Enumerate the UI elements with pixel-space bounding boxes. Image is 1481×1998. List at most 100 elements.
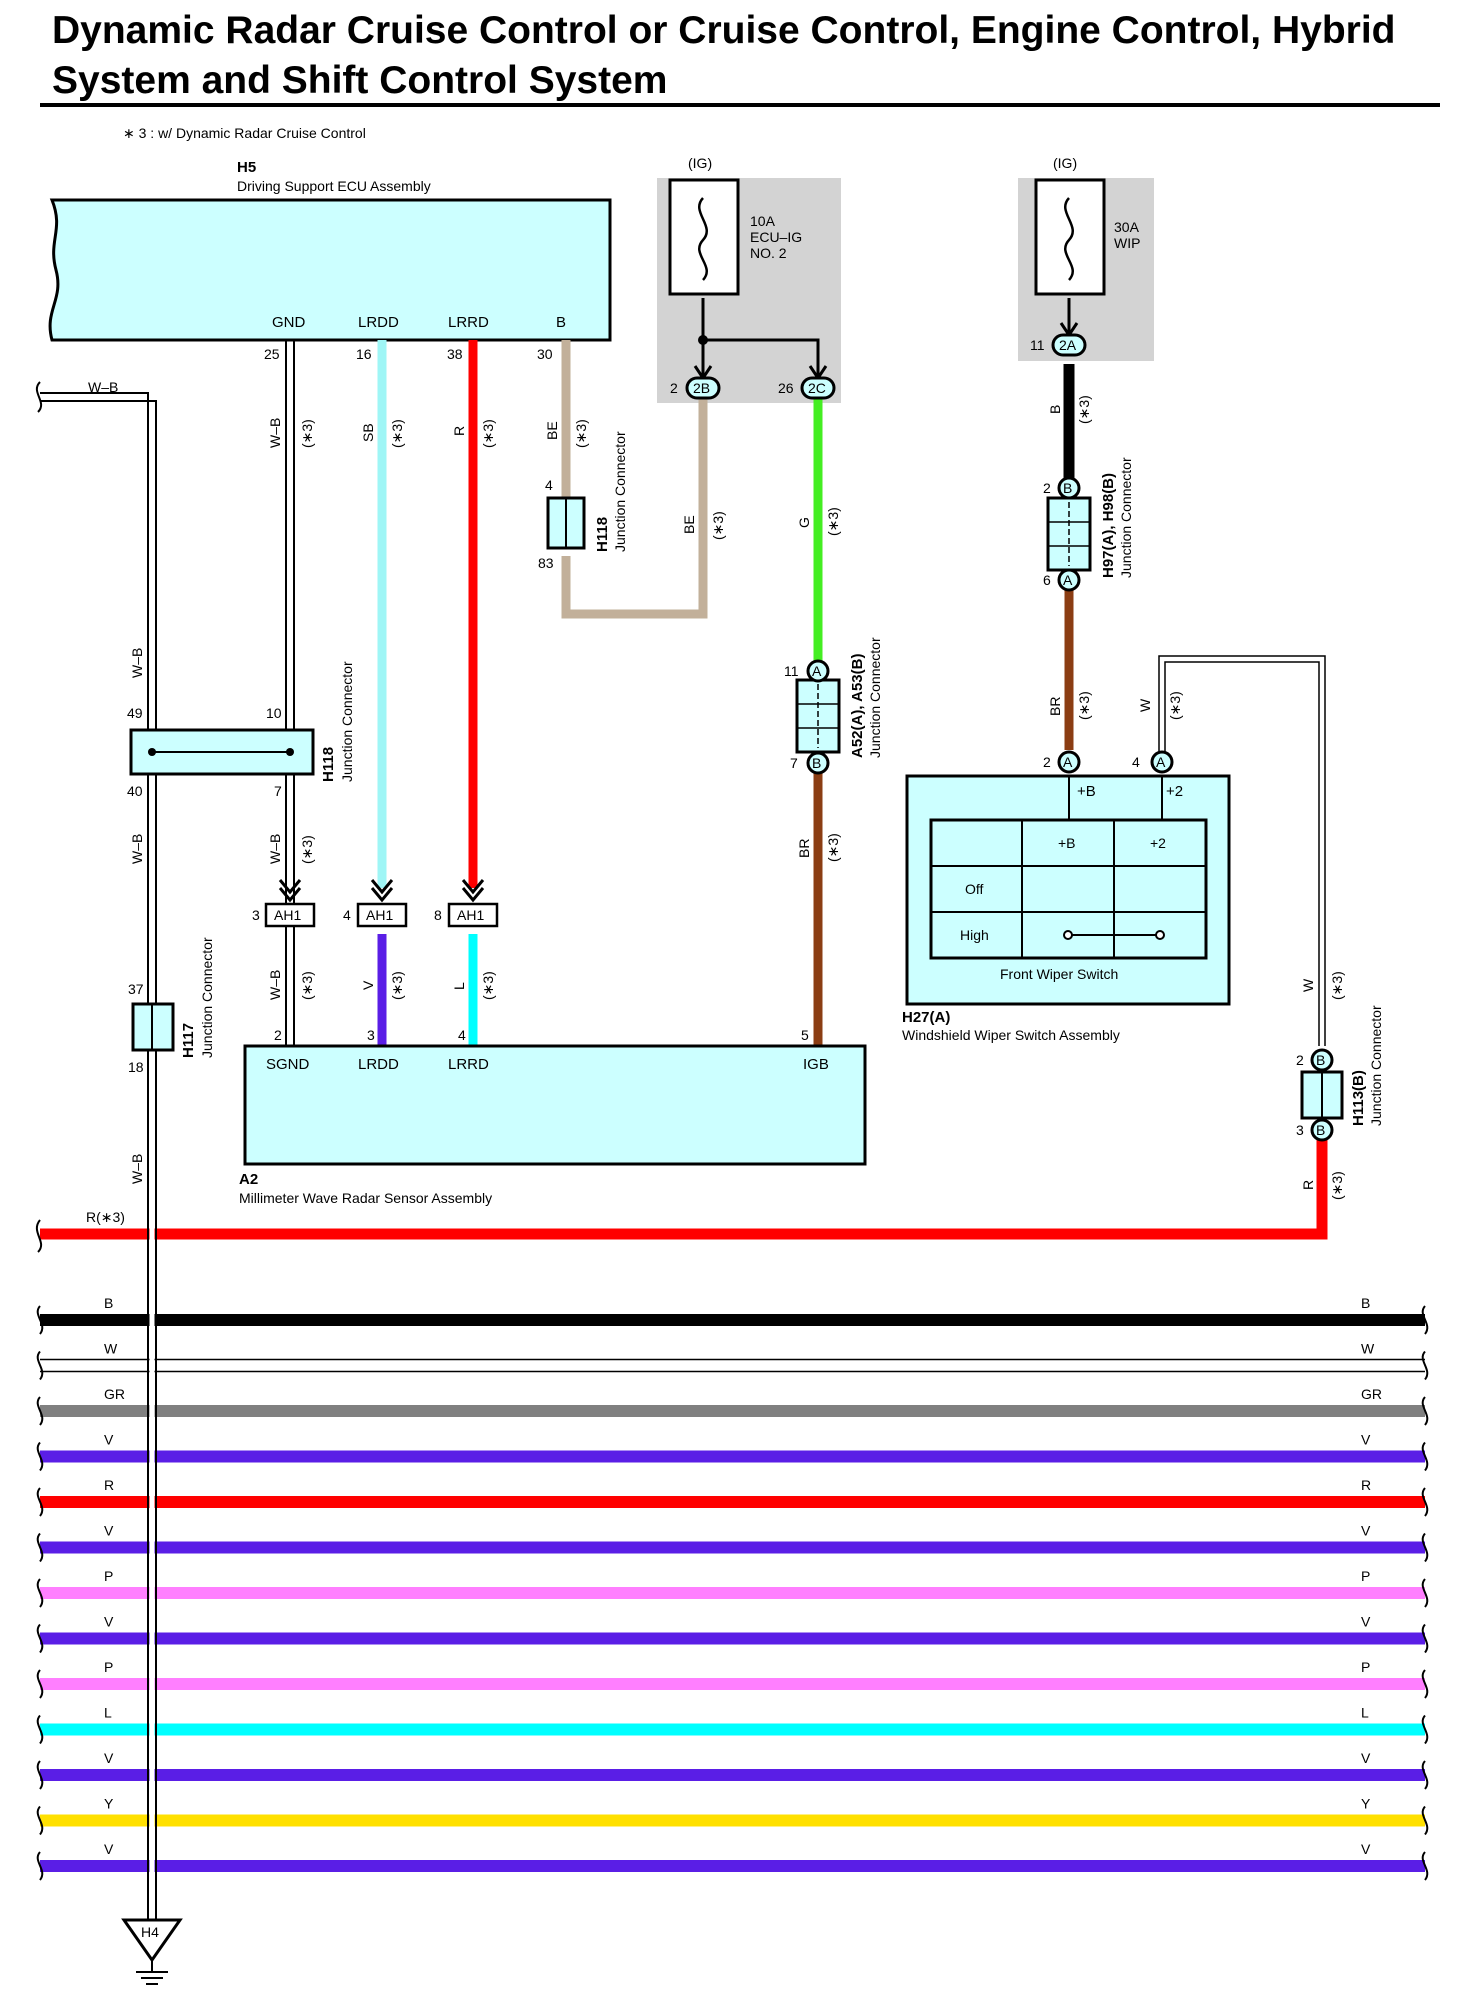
label-w-wiper: W bbox=[1137, 698, 1153, 712]
connector-2b-label: 2B bbox=[693, 380, 710, 396]
h27-mark-a-2-label: A bbox=[1156, 754, 1166, 770]
label-be-2: BE bbox=[681, 515, 697, 534]
ground-h4-label: H4 bbox=[141, 1924, 159, 1940]
h117-name: Junction Connector bbox=[199, 937, 215, 1058]
label-note-v: (∗3) bbox=[389, 971, 405, 1000]
h5-pin-16: 16 bbox=[356, 346, 372, 362]
h117-code: H117 bbox=[180, 1023, 197, 1058]
label-note-w-h113: (∗3) bbox=[1329, 971, 1345, 1000]
ground-h4-triangle bbox=[121, 1918, 183, 1963]
connector-2c-pin: 26 bbox=[778, 380, 794, 396]
ah1-arrow-1 bbox=[278, 879, 302, 903]
ah1-pin-3: 3 bbox=[252, 907, 260, 923]
bus-break-11-1 bbox=[1421, 1805, 1429, 1836]
h5-pin-38: 38 bbox=[447, 346, 463, 362]
bus-label-8-right: P bbox=[1361, 1659, 1370, 1675]
h113-pin-2: 2 bbox=[1296, 1052, 1304, 1068]
label-w-h113: W bbox=[1300, 978, 1316, 992]
bus-break-10-0 bbox=[36, 1760, 44, 1790]
h5-terminal-gnd: GND bbox=[272, 314, 306, 331]
label-note-be-1: (∗3) bbox=[573, 419, 589, 448]
ah1-label-1: AH1 bbox=[274, 907, 301, 923]
label-sb: SB bbox=[360, 423, 376, 442]
bus-label-0-right: B bbox=[1361, 1295, 1370, 1311]
label-wb-top: W–B bbox=[88, 379, 118, 395]
ah1-connector-2 bbox=[356, 902, 408, 928]
h27-name: Windshield Wiper Switch Assembly bbox=[902, 1027, 1120, 1043]
h113-name: Junction Connector bbox=[1368, 1005, 1384, 1126]
wire-wb-gap bbox=[149, 1000, 155, 1920]
wire-labels: W–B (∗3) SB (∗3) R (∗3) BE (∗3) BE (∗3) … bbox=[86, 379, 1345, 1225]
bus-label-1-left: W bbox=[104, 1341, 118, 1357]
h27-mark-a-1 bbox=[1057, 750, 1081, 774]
h27-row-off: Off bbox=[965, 881, 984, 897]
h27-pin-4: 4 bbox=[1132, 754, 1140, 770]
bus-break-7-1 bbox=[1421, 1623, 1429, 1654]
a2-pin-4: 4 bbox=[458, 1027, 466, 1043]
h113-mark-bottom bbox=[1310, 1118, 1334, 1142]
bus-break-6-1 bbox=[1421, 1578, 1429, 1608]
bus-label-2-right: GR bbox=[1361, 1386, 1382, 1402]
h118-mid-code: H118 bbox=[594, 517, 611, 552]
h113-code: H113(B) bbox=[1350, 1070, 1367, 1126]
bus-label-6-right: P bbox=[1361, 1568, 1370, 1584]
fuse-ecu-junction-dot bbox=[698, 335, 708, 345]
h5-code: H5 bbox=[237, 159, 256, 176]
ah1-arrow-3 bbox=[461, 879, 485, 903]
bus-break-4-1 bbox=[1421, 1487, 1429, 1517]
label-note-w-wiper: (∗3) bbox=[1167, 691, 1183, 720]
h97-code: H97(A), H98(B) bbox=[1100, 473, 1117, 578]
h97-mark-a bbox=[1057, 568, 1081, 592]
label-note-r: (∗3) bbox=[480, 419, 496, 448]
bus-label-3-left: V bbox=[104, 1432, 114, 1448]
title-line-2: System and Shift Control System bbox=[52, 59, 668, 102]
wire-wb-left-outer bbox=[40, 392, 149, 1920]
label-wb-left-3: W–B bbox=[129, 1154, 145, 1184]
bus-break-4-0 bbox=[36, 1487, 44, 1517]
label-v: V bbox=[360, 980, 376, 990]
a2-radar-body bbox=[243, 1044, 867, 1166]
h118-left-pin-49: 49 bbox=[127, 705, 143, 721]
bus-break-6-0 bbox=[36, 1578, 44, 1608]
h27-mark-a-1-label: A bbox=[1063, 754, 1073, 770]
a2-name: Millimeter Wave Radar Sensor Assembly bbox=[239, 1190, 492, 1206]
wire-wb-left-inner bbox=[40, 400, 157, 1920]
label-note-b: (∗3) bbox=[1076, 395, 1092, 424]
bus-label-4-left: R bbox=[104, 1477, 114, 1493]
label-b: B bbox=[1047, 405, 1063, 414]
h5-terminal-b: B bbox=[556, 314, 566, 331]
label-wb-gnd: W–B bbox=[267, 418, 283, 448]
bus-label-7-left: V bbox=[104, 1614, 114, 1630]
h27-contact-dot-2 bbox=[1155, 930, 1165, 940]
a2-terminal-sgnd: SGND bbox=[266, 1056, 310, 1073]
label-note-br-wiper: (∗3) bbox=[1076, 691, 1092, 720]
wire-w-inner bbox=[1164, 661, 1320, 1046]
connector-2b bbox=[685, 376, 721, 400]
bus-label-4-right: R bbox=[1361, 1477, 1371, 1493]
h5-pin-30: 30 bbox=[537, 346, 553, 362]
h113-mark-bottom-label: B bbox=[1316, 1122, 1325, 1138]
bus-break-3-1 bbox=[1421, 1441, 1429, 1472]
h27-code: H27(A) bbox=[902, 1009, 950, 1026]
ah1-arrow-2 bbox=[370, 879, 394, 903]
title-line-1: Dynamic Radar Cruise Control or Cruise C… bbox=[52, 9, 1396, 52]
footnote: ∗ 3 : w/ Dynamic Radar Cruise Control bbox=[123, 125, 366, 141]
label-br-wiper: BR bbox=[1047, 697, 1063, 716]
bus-break-2-0 bbox=[36, 1396, 44, 1426]
connector-2a bbox=[1051, 333, 1087, 357]
bus-label-0-left: B bbox=[104, 1295, 113, 1311]
bus-break-5-1 bbox=[1421, 1532, 1429, 1563]
h97-pin-2: 2 bbox=[1043, 480, 1051, 496]
bus-break-1-1 bbox=[1421, 1350, 1429, 1381]
h5-pin-25: 25 bbox=[264, 346, 280, 362]
h5-terminal-lrdd: LRDD bbox=[358, 314, 399, 331]
h117-pin-18: 18 bbox=[128, 1059, 144, 1075]
a2-pin-2: 2 bbox=[274, 1027, 282, 1043]
a52-code: A52(A), A53(B) bbox=[849, 654, 866, 758]
connector-2a-label: 2A bbox=[1059, 337, 1077, 353]
fuse-wip-element bbox=[1064, 197, 1074, 281]
label-wb-left-1: W–B bbox=[129, 648, 145, 678]
label-be-1: BE bbox=[544, 421, 560, 440]
a2-pin-5: 5 bbox=[801, 1027, 809, 1043]
